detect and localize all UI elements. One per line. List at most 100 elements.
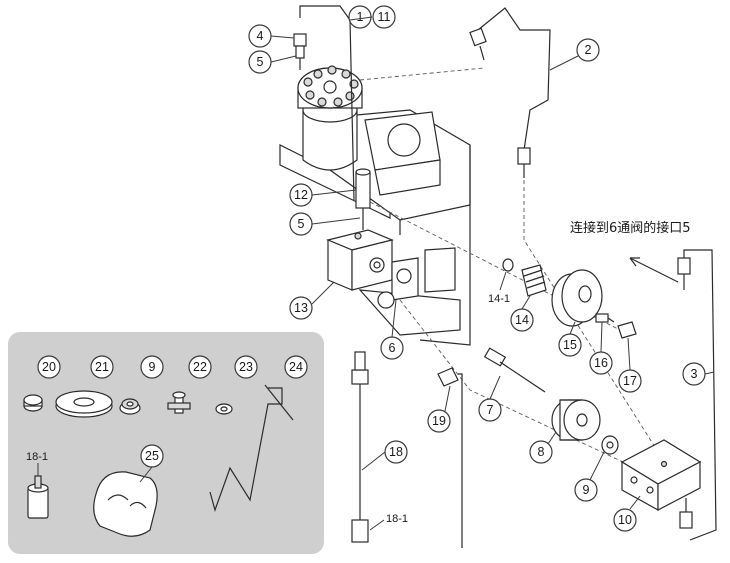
- svg-text:19: 19: [432, 414, 446, 428]
- kit-part-9-seal: [119, 398, 141, 415]
- callout-17: 17: [618, 369, 642, 393]
- callout-24: 24: [284, 355, 308, 379]
- callout-18: 18: [384, 440, 408, 464]
- leader-lines: [270, 16, 715, 510]
- dashed-line-7-axis: [399, 299, 641, 471]
- fitting-4: [293, 33, 307, 70]
- svg-text:25: 25: [145, 449, 159, 463]
- kit-part-20-ferrule: [23, 394, 43, 412]
- svg-text:15: 15: [563, 338, 577, 352]
- callout-4: 4: [248, 24, 272, 48]
- callout-10: 10: [613, 508, 637, 532]
- callout-8: 8: [529, 440, 553, 464]
- svg-text:9: 9: [149, 360, 156, 374]
- svg-text:18: 18: [389, 445, 403, 459]
- callout-9-main: 9: [574, 478, 598, 502]
- kit-part-25-holder: [93, 471, 158, 537]
- callout-9-kit: 9: [140, 355, 164, 379]
- callout-3: 3: [682, 362, 706, 386]
- tube-19: [437, 367, 463, 548]
- kit-part-24-tube: [209, 384, 294, 512]
- leader-14-1: [499, 271, 507, 291]
- fitting-2-top: [469, 27, 487, 61]
- dashed-line-valve: [359, 67, 485, 81]
- callout-13: 13: [289, 296, 313, 320]
- callout-19: 19: [427, 409, 451, 433]
- svg-text:20: 20: [42, 360, 56, 374]
- callout-6: 6: [380, 336, 404, 360]
- svg-text:2: 2: [585, 43, 592, 57]
- dashed-line-2-to-10: [523, 180, 661, 456]
- connection-arrow: [629, 257, 679, 283]
- callout-21: 21: [90, 355, 114, 379]
- callout-12: 12: [289, 183, 313, 207]
- callout-1: 1: [348, 5, 372, 29]
- fitting-3-bottom: [679, 498, 693, 529]
- screw-16: [595, 313, 615, 323]
- svg-text:14: 14: [515, 313, 529, 327]
- label-14-1: 14-1: [488, 293, 510, 305]
- svg-text:10: 10: [618, 513, 632, 527]
- svg-text:11: 11: [378, 10, 391, 24]
- svg-text:8: 8: [538, 445, 545, 459]
- label-18-1-main: 18-1: [386, 513, 408, 525]
- needle-18: [351, 351, 369, 543]
- svg-text:16: 16: [594, 356, 608, 370]
- svg-text:13: 13: [294, 301, 308, 315]
- callout-2: 2: [576, 38, 600, 62]
- injector-valve: [297, 65, 363, 171]
- svg-text:23: 23: [239, 360, 253, 374]
- callout-11: 11: [372, 5, 396, 29]
- callout-23: 23: [234, 355, 258, 379]
- tubing-3: [683, 249, 717, 541]
- cap-17: [617, 321, 637, 339]
- valve-housing: [364, 111, 441, 196]
- seal-9: [601, 435, 619, 455]
- label-18-1-kit: 18-1: [26, 451, 48, 463]
- kit-part-21-disc: [55, 390, 113, 418]
- connection-note: 连接到6通阀的接口5: [570, 220, 691, 236]
- needle-7: [483, 347, 546, 393]
- svg-text:21: 21: [95, 360, 109, 374]
- callout-14: 14: [510, 308, 534, 332]
- leader-25: [139, 466, 153, 483]
- fitting-3-top: [677, 257, 691, 290]
- leader-18-1-main: [369, 519, 385, 531]
- callout-7: 7: [478, 398, 502, 422]
- svg-text:6: 6: [389, 341, 396, 355]
- svg-text:3: 3: [691, 367, 698, 381]
- fitting-2-bottom: [517, 147, 531, 178]
- needle-guide: [355, 168, 371, 230]
- kit-part-18-1-cap: [27, 475, 49, 519]
- callout-25: 25: [140, 444, 164, 468]
- tubing-1: [299, 5, 355, 201]
- needle-nut-14: [521, 264, 547, 297]
- callout-15: 15: [558, 333, 582, 357]
- callout-16: 16: [589, 351, 613, 375]
- kit-part-23-washer: [215, 403, 233, 415]
- svg-text:9: 9: [583, 483, 590, 497]
- callout-5-mid: 5: [289, 212, 313, 236]
- knob-15: [551, 269, 603, 327]
- kit-part-22-fitting: [167, 391, 191, 414]
- svg-text:5: 5: [257, 55, 264, 69]
- block-10: [620, 439, 702, 512]
- callout-20: 20: [37, 355, 61, 379]
- svg-text:5: 5: [298, 217, 305, 231]
- o-ring-14-1: [502, 258, 514, 272]
- nut-8: [551, 399, 601, 441]
- svg-text:1: 1: [357, 10, 364, 24]
- svg-text:17: 17: [623, 374, 637, 388]
- callout-5-top: 5: [248, 50, 272, 74]
- needle-seal-block: [326, 229, 394, 291]
- svg-text:22: 22: [193, 360, 207, 374]
- port-block-6: [377, 257, 419, 309]
- tubing-2: [477, 7, 551, 151]
- svg-text:24: 24: [289, 360, 303, 374]
- callout-22: 22: [188, 355, 212, 379]
- svg-text:4: 4: [257, 29, 264, 43]
- spare-parts-kit-panel: [8, 332, 324, 554]
- svg-text:12: 12: [294, 188, 308, 202]
